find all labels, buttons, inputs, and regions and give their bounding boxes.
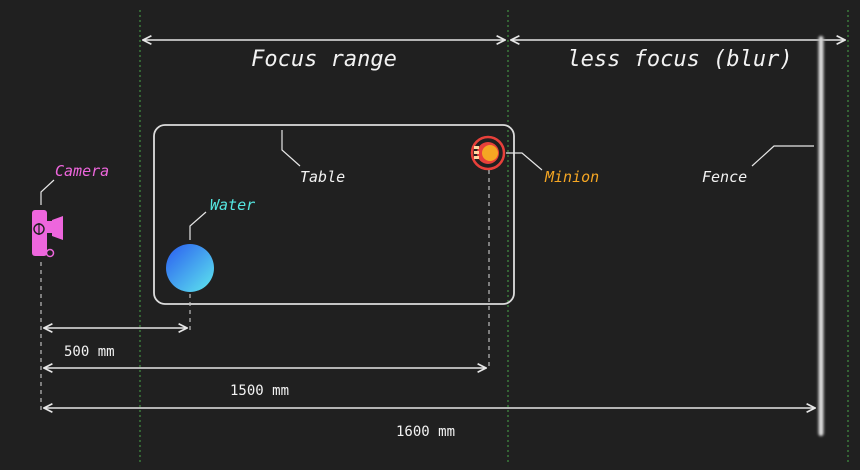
minion-leader [506,152,543,171]
fence-distance-label: 1600 mm [396,424,455,440]
minion-distance-label: 1500 mm [230,383,289,399]
water-distance-label: 500 mm [64,344,115,360]
water-leader [189,211,207,240]
table-leader [281,130,301,167]
less-focus-label: less focus (blur) [567,47,792,72]
water-ball [166,244,214,292]
table [153,124,515,305]
fence [818,36,824,436]
fence-label: Fence [702,168,747,186]
focus-range-label: Focus range [251,47,397,72]
minion-icon [470,135,506,171]
fence-leader [751,145,814,167]
water-label: Water [210,196,255,214]
table-label: Table [300,168,345,186]
camera-label: Camera [55,162,109,180]
minion-label: Minion [544,168,599,186]
camera-leader [40,179,55,205]
camera-icon [32,210,63,258]
